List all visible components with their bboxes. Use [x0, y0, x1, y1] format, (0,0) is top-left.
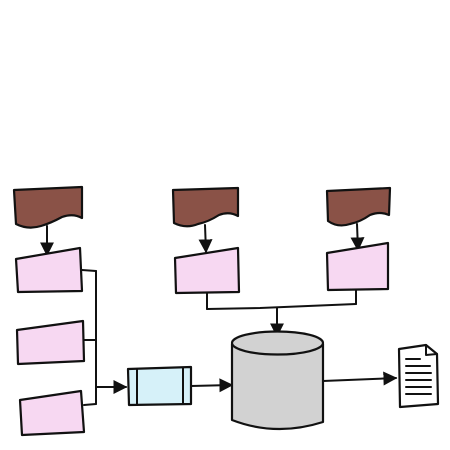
manual-input-4	[173, 246, 241, 295]
predefined-process-body	[126, 365, 193, 407]
database-icon	[230, 330, 325, 431]
connector-source-2-to-input-4	[198, 224, 213, 254]
report-page-fold	[425, 344, 438, 356]
manual-input-5	[325, 241, 390, 292]
report-text-lines	[405, 358, 432, 395]
report-icon	[397, 343, 440, 409]
database-top	[230, 330, 325, 356]
connector-database-to-report	[322, 371, 398, 386]
source-document-3	[325, 186, 392, 227]
manual-input-1	[14, 246, 84, 294]
connector-input-1-stub	[81, 269, 97, 272]
manual-input-3	[18, 389, 86, 437]
report-page	[397, 343, 440, 409]
connector-process-to-database	[190, 378, 234, 393]
manual-input-2	[15, 319, 86, 366]
database-body	[230, 342, 325, 431]
predefined-process	[126, 365, 193, 407]
connector-input-3-stub	[83, 403, 97, 406]
connector-merge-horizontal	[206, 303, 357, 310]
source-document-1	[12, 185, 84, 229]
source-document-2	[171, 186, 240, 228]
connector-source-3-to-input-5	[350, 223, 365, 252]
